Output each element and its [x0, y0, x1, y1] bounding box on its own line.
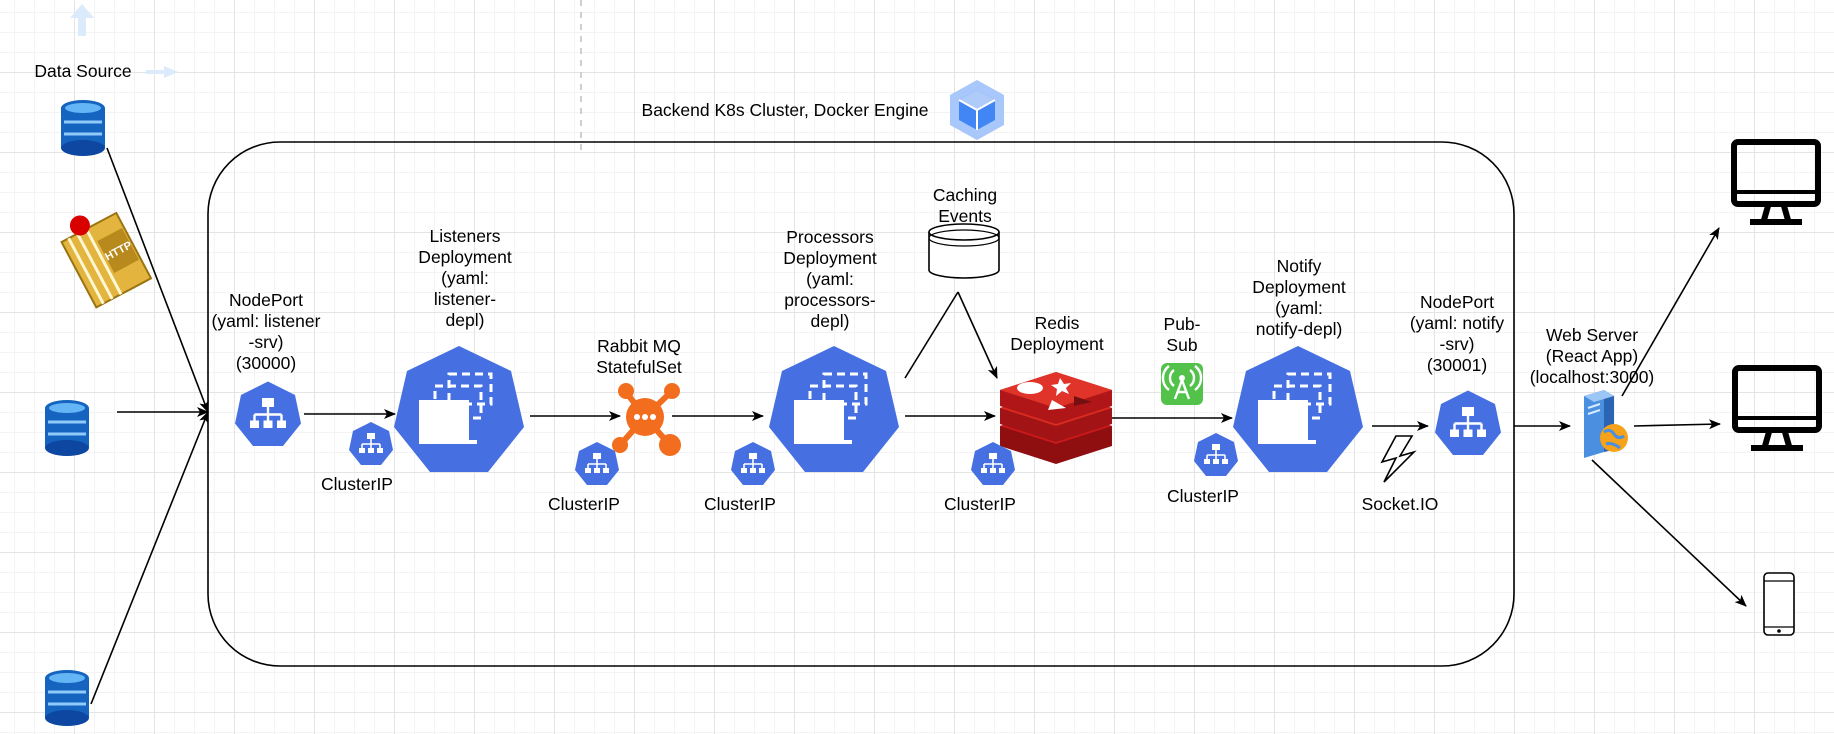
socketio-label: Socket.IO [1361, 494, 1439, 514]
connector [1591, 459, 1747, 607]
pubsub-label: Pub- Sub [1163, 314, 1201, 355]
database-icon [43, 668, 91, 728]
notify-deployment-label: Notify Deployment (yaml: notify-depl) [1252, 256, 1346, 339]
monitor-icon [1734, 142, 1818, 222]
connector [106, 147, 209, 413]
listeners-deployment-label: Listeners Deployment (yaml: listener- de… [418, 226, 512, 330]
caching-events-label: Caching Events [932, 185, 998, 226]
rabbitmq-label: Rabbit MQ StatefulSet [596, 336, 682, 377]
k8s-service-icon [233, 380, 303, 448]
connector [957, 291, 998, 379]
k8s-service-icon [1433, 389, 1503, 457]
k8s-service-icon [730, 441, 776, 486]
web-server-icon [1584, 390, 1628, 458]
clusterip-label: ClusterIP [1167, 486, 1239, 506]
clusterip-label: ClusterIP [548, 494, 620, 514]
connector [1633, 419, 1721, 430]
k8s-service-icon [348, 421, 394, 466]
database-icon [59, 98, 107, 158]
k8s-service-icon [1193, 432, 1239, 477]
clusterip-label: ClusterIP [704, 494, 776, 514]
connector [1621, 227, 1720, 397]
clusterip-label: ClusterIP [944, 494, 1016, 514]
processors-deployment-label: Processors Deployment (yaml: processors-… [783, 227, 877, 331]
k8s-deployment-icon [1231, 344, 1365, 474]
redis-icon [1000, 372, 1112, 464]
cache-cylinder-icon [928, 223, 1000, 279]
http-tape-icon: HTTP [60, 211, 153, 309]
k8s-deployment-icon [392, 344, 526, 474]
web-server-label: Web Server (React App) (localhost:3000) [1529, 325, 1655, 387]
gcp-cube-icon [950, 80, 1004, 140]
nodeport-listener-label: NodePort (yaml: listener -srv) (30000) [211, 290, 321, 373]
connector [90, 411, 209, 705]
arrow-up-icon [70, 4, 94, 36]
connector [904, 291, 959, 379]
cluster-title: Backend K8s Cluster, Docker Engine [641, 100, 929, 120]
monitor-icon [1735, 368, 1819, 448]
k8s-service-icon [574, 441, 620, 486]
redis-deployment-label: Redis Deployment [1010, 313, 1104, 354]
lightning-icon [1380, 435, 1417, 483]
mobile-phone-icon [1763, 572, 1795, 636]
clusterip-label: ClusterIP [321, 474, 393, 494]
database-icon [43, 398, 91, 458]
rabbitmq-icon [612, 383, 681, 456]
data-source-label: Data Source [34, 61, 132, 81]
arrow-right-icon [146, 66, 178, 78]
pubsub-icon [1161, 363, 1203, 405]
nodeport-notify-label: NodePort (yaml: notify -srv) (30001) [1409, 292, 1505, 375]
k8s-deployment-icon [767, 344, 901, 474]
